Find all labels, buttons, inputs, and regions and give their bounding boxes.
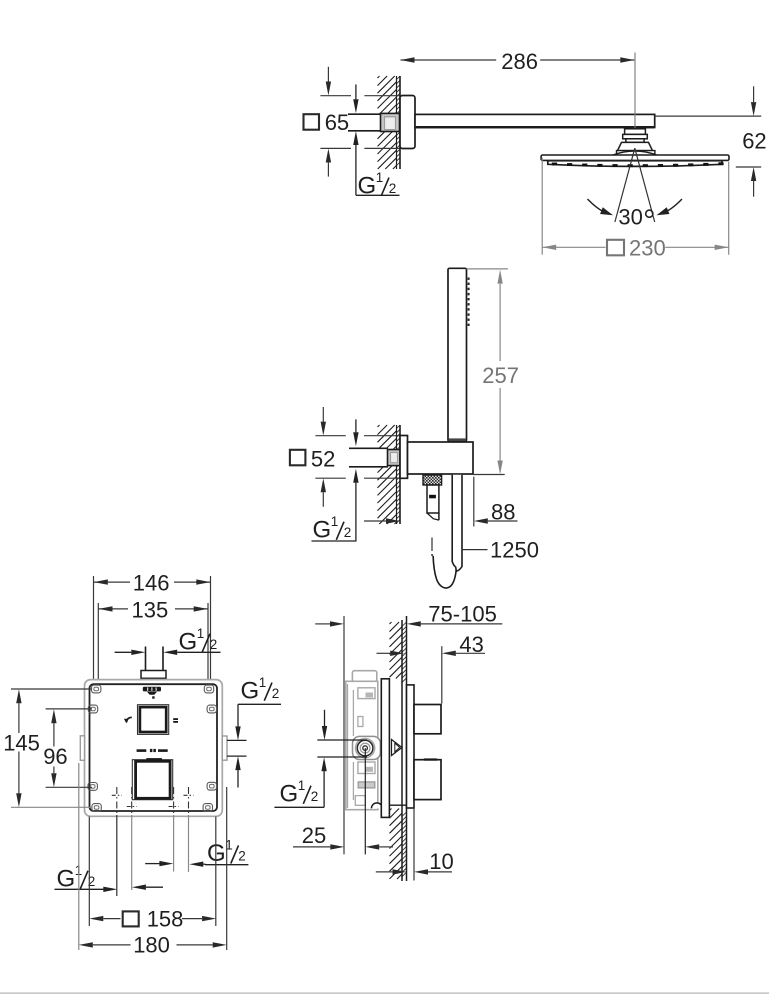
svg-text:1: 1	[225, 838, 233, 853]
svg-text:88: 88	[491, 500, 515, 525]
svg-text:180: 180	[133, 933, 170, 958]
svg-text:G: G	[179, 629, 198, 656]
svg-text:1: 1	[197, 626, 205, 641]
svg-text:158: 158	[147, 906, 184, 931]
svg-text:2: 2	[238, 849, 246, 864]
svg-text:257: 257	[482, 363, 519, 388]
svg-text:2: 2	[311, 789, 319, 804]
svg-text:1: 1	[259, 675, 267, 690]
svg-text:146: 146	[133, 570, 170, 595]
svg-text:2: 2	[88, 874, 96, 889]
svg-text:52: 52	[311, 447, 335, 472]
svg-text:G: G	[358, 172, 377, 199]
svg-text:10: 10	[429, 849, 453, 874]
svg-text:1: 1	[331, 514, 339, 529]
svg-text:2: 2	[210, 637, 218, 652]
svg-text:1: 1	[298, 778, 306, 793]
svg-text:62: 62	[742, 129, 766, 154]
svg-text:2: 2	[272, 686, 280, 701]
svg-text:G: G	[57, 866, 76, 893]
svg-text:75-105: 75-105	[428, 602, 497, 627]
svg-text:2: 2	[344, 525, 352, 540]
svg-text:2: 2	[389, 181, 397, 196]
svg-text:G: G	[313, 517, 332, 544]
svg-text:30: 30	[618, 204, 642, 229]
svg-text:145: 145	[3, 730, 40, 755]
svg-text:65: 65	[325, 110, 349, 135]
svg-text:25: 25	[302, 823, 326, 848]
svg-text:G: G	[280, 781, 299, 808]
svg-text:1250: 1250	[490, 538, 539, 563]
svg-text:G: G	[241, 677, 260, 704]
svg-text:135: 135	[132, 597, 169, 622]
svg-text:96: 96	[43, 744, 67, 769]
svg-text:1: 1	[376, 170, 384, 185]
svg-text:43: 43	[459, 632, 483, 657]
svg-text:286: 286	[501, 49, 538, 74]
svg-text:230: 230	[629, 236, 666, 261]
